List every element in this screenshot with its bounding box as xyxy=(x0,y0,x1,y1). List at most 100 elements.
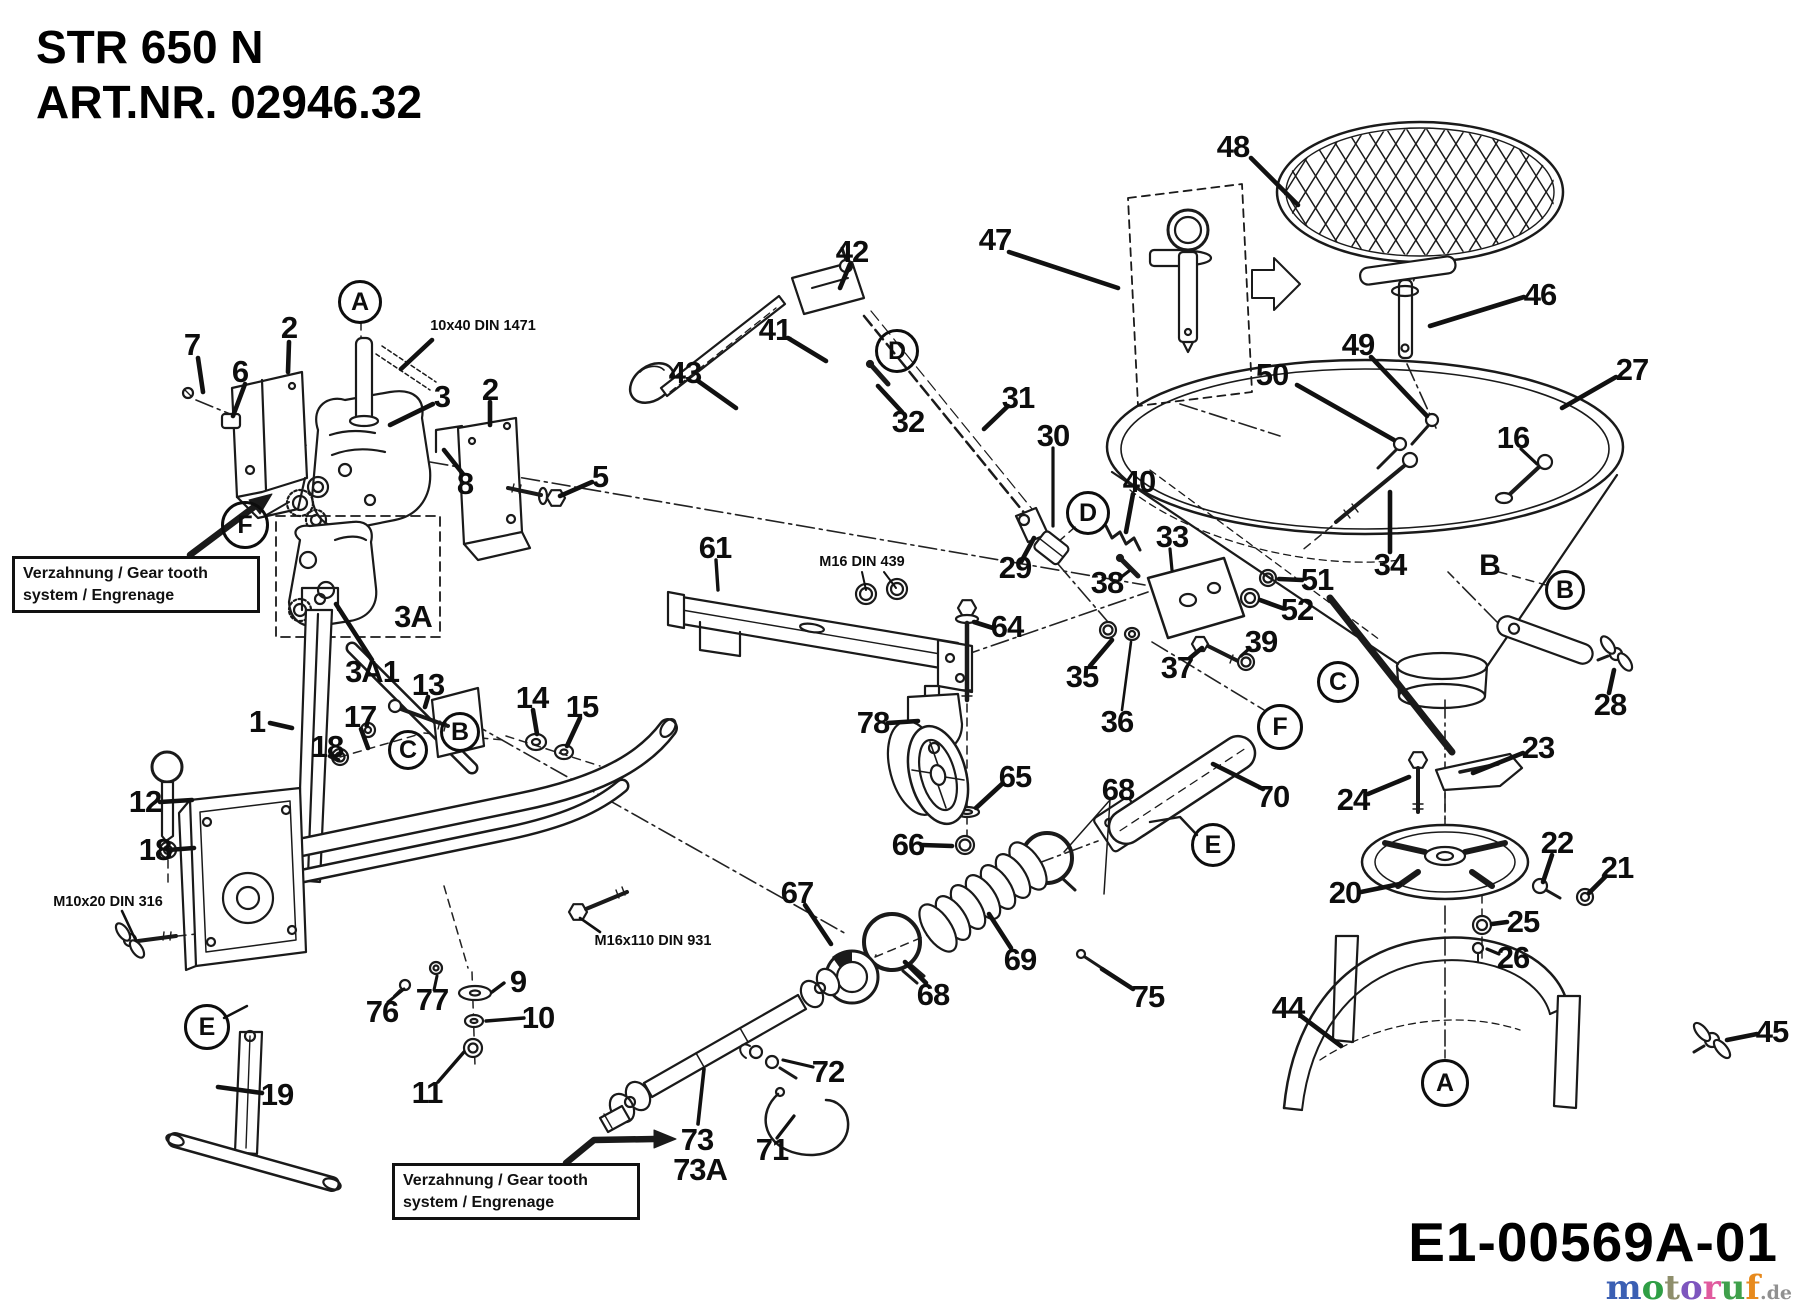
part-label-32: 32 xyxy=(891,404,925,439)
handle-bar xyxy=(1496,615,1634,672)
part-label-2: 2 xyxy=(280,310,298,345)
part-label-22: 22 xyxy=(1540,825,1574,860)
callout-line: system / Engrenage xyxy=(403,1193,555,1211)
part-label-48: 48 xyxy=(1216,129,1250,164)
part-label-68: 68 xyxy=(1101,772,1135,807)
part-label-78: 78 xyxy=(856,705,890,740)
part-label-34: 34 xyxy=(1373,547,1407,582)
part-label-66: 66 xyxy=(891,827,925,862)
sieve-grid xyxy=(1275,120,1565,264)
part-label-3A: 3A xyxy=(394,599,433,634)
part-label-12: 12 xyxy=(128,784,162,819)
part-label-31: 31 xyxy=(1001,380,1035,415)
part-label-18: 18 xyxy=(138,832,172,867)
watermark-letter: o xyxy=(1641,1268,1665,1308)
hitch-assembly xyxy=(114,750,342,1192)
gearbox-assembly xyxy=(181,336,567,562)
watermark-letter: u xyxy=(1720,1268,1746,1308)
part-label-51: 51 xyxy=(1300,562,1334,597)
part-label-20: 20 xyxy=(1328,875,1362,910)
gear-tooth-note-1: Verzahnung / Gear tooth system / Engrena… xyxy=(12,556,260,614)
drawing-number: E1-00569A-01 xyxy=(1408,1211,1778,1273)
part-label-42: 42 xyxy=(835,234,869,269)
lock-pin-detail xyxy=(1127,183,1301,407)
part-label-65: 65 xyxy=(998,759,1032,794)
part-label-2: 2 xyxy=(481,372,499,407)
watermark-letter: r xyxy=(1702,1268,1721,1308)
ref-letter-e: E xyxy=(1191,823,1235,867)
small-hardware-column xyxy=(393,960,493,1059)
leader-lines xyxy=(120,155,1760,1140)
page-title: STR 650 N ART.NR. 02946.32 xyxy=(36,20,422,130)
callout-line: system / Engrenage xyxy=(23,586,175,604)
part-label-18: 18 xyxy=(310,729,344,764)
part-label-52: 52 xyxy=(1280,592,1314,627)
watermark-letter: t xyxy=(1664,1268,1681,1308)
part-label-67: 67 xyxy=(780,875,814,910)
discharge-tube xyxy=(1093,734,1257,853)
part-label-23: 23 xyxy=(1521,730,1555,765)
frame-tower xyxy=(285,586,678,886)
part-label-28: 28 xyxy=(1593,687,1627,722)
mounting-rail xyxy=(666,577,981,856)
watermark-logo: motoruf.de xyxy=(1606,1268,1792,1308)
part-label-75: 75 xyxy=(1131,979,1165,1014)
part-label-50: 50 xyxy=(1255,357,1289,392)
ref-letter-f: F xyxy=(1257,704,1303,750)
ref-letter-c: C xyxy=(388,730,428,770)
part-label-44: 44 xyxy=(1271,990,1305,1025)
pto-driveshaft xyxy=(567,886,880,1157)
part-label-5: 5 xyxy=(591,459,609,494)
part-label-8: 8 xyxy=(456,466,474,501)
watermark-suffix: .de xyxy=(1760,1282,1792,1304)
part-label-36: 36 xyxy=(1100,704,1134,739)
part-label-19: 19 xyxy=(260,1077,294,1112)
spec-label: M16 DIN 439 xyxy=(819,554,905,570)
part-label-3: 3 xyxy=(433,379,451,414)
ref-letter-a: A xyxy=(1421,1059,1469,1107)
deflector xyxy=(1075,934,1732,1112)
part-label-9: 9 xyxy=(509,964,527,999)
part-label-47: 47 xyxy=(978,222,1012,257)
part-label-37: 37 xyxy=(1160,650,1194,685)
part-label-7: 7 xyxy=(183,327,201,362)
ref-letter-a: A xyxy=(338,280,382,324)
part-label-39: 39 xyxy=(1244,624,1278,659)
part-label-41: 41 xyxy=(758,312,792,347)
part-label-30: 30 xyxy=(1036,418,1070,453)
part-label-10: 10 xyxy=(521,1000,555,1035)
part-label-1: 1 xyxy=(248,704,266,739)
hopper xyxy=(1105,358,1625,756)
linkage-block xyxy=(1014,506,1278,672)
part-label-38: 38 xyxy=(1090,565,1124,600)
ref-letter-f: F xyxy=(221,501,269,549)
construction-lines xyxy=(195,263,1498,1047)
part-label-49: 49 xyxy=(1341,327,1375,362)
part-label-14: 14 xyxy=(515,680,549,715)
part-label-46: 46 xyxy=(1523,277,1557,312)
ref-letter-c: C xyxy=(1317,661,1359,703)
caster-wheel xyxy=(886,684,970,826)
spec-label: 10x40 DIN 1471 xyxy=(430,318,536,334)
part-label-72: 72 xyxy=(811,1054,845,1089)
ref-letter-d: D xyxy=(1066,491,1110,535)
watermark-letter: m xyxy=(1605,1268,1642,1308)
agitator-handle xyxy=(1359,255,1457,360)
watermark-letter: o xyxy=(1680,1268,1703,1308)
part-label-43: 43 xyxy=(668,355,702,390)
spec-label: M10x20 DIN 316 xyxy=(53,894,163,910)
part-label-21: 21 xyxy=(1600,850,1634,885)
part-label-69: 69 xyxy=(1003,942,1037,977)
part-label-13: 13 xyxy=(411,667,445,702)
article-number: ART.NR. 02946.32 xyxy=(36,76,423,129)
ref-letter-b: B xyxy=(1545,570,1585,610)
part-label-73A: 73A xyxy=(673,1152,728,1187)
part-label-73: 73 xyxy=(680,1122,714,1157)
part-label-17: 17 xyxy=(343,699,377,734)
ref-letter-b: B xyxy=(440,712,480,752)
flex-boot xyxy=(862,799,1111,985)
part-label-76: 76 xyxy=(365,994,399,1029)
part-label-11: 11 xyxy=(411,1075,444,1110)
